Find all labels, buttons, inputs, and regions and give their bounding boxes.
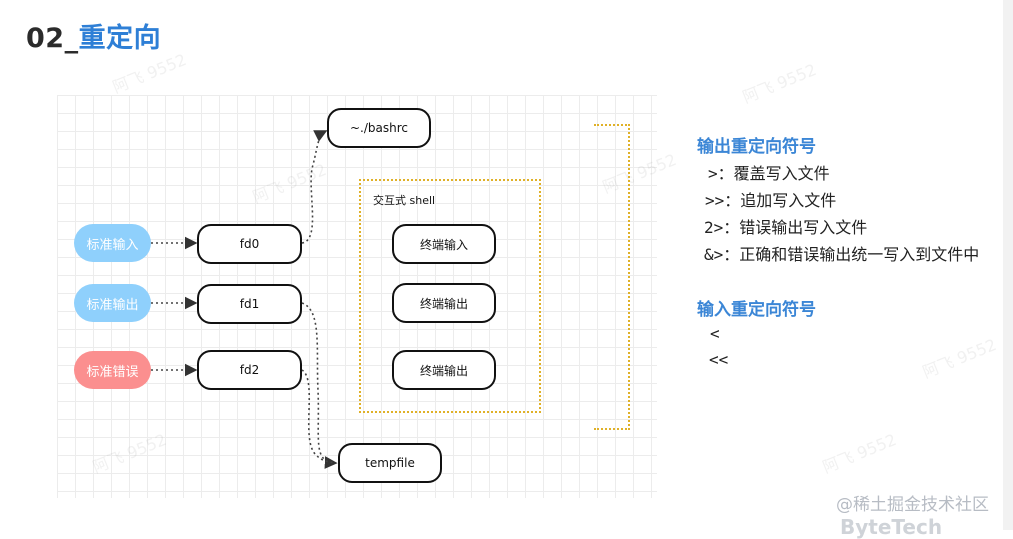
bashrc-label: ~./bashrc — [349, 121, 408, 135]
footer-brand-logo: ByteTech — [840, 515, 943, 539]
output-item: >>：追加写入文件 — [705, 187, 836, 211]
stdout-pill: 标准输出 — [74, 284, 151, 322]
stdin-label: 标准输入 — [86, 237, 139, 253]
output-symbol: > — [708, 164, 718, 183]
stderr-label: 标准错误 — [86, 364, 139, 380]
input-item: < — [710, 324, 720, 343]
diagram-grid-background — [57, 95, 657, 498]
fd1-node: fd1 — [197, 284, 302, 324]
output-desc: ：错误输出写入文件 — [723, 218, 868, 237]
shell-bracket — [594, 124, 630, 430]
output-desc: ：追加写入文件 — [724, 191, 837, 210]
output-symbol: 2> — [704, 218, 724, 237]
output-desc: ：正确和错误输出统一写入到文件中 — [723, 245, 980, 264]
footer-credit: @稀土掘金技术社区 — [836, 495, 989, 515]
stdout-label: 标准输出 — [86, 297, 139, 313]
fd0-label: fd0 — [239, 237, 260, 251]
terminal-input-node: 终端输入 — [392, 224, 496, 264]
stdin-pill: 标准输入 — [74, 224, 151, 262]
terminal-output-node: 终端输出 — [392, 350, 496, 390]
fd2-label: fd2 — [239, 363, 260, 377]
tempfile-label: tempfile — [365, 456, 415, 470]
right-edge-strip — [1003, 0, 1013, 530]
page-title: 02_重定向 — [26, 16, 161, 55]
terminal-input-label: 终端输入 — [419, 237, 468, 252]
terminal-output-label: 终端输出 — [419, 296, 468, 311]
fd1-label: fd1 — [239, 297, 260, 311]
tempfile-node: tempfile — [338, 443, 442, 483]
fd0-node: fd0 — [197, 224, 302, 264]
input-symbol: < — [710, 324, 720, 343]
shell-container — [359, 179, 541, 413]
output-symbol: &> — [704, 245, 724, 264]
output-item: >：覆盖写入文件 — [708, 160, 830, 184]
fd2-node: fd2 — [197, 350, 302, 390]
shell-label: 交互式 shell — [373, 194, 436, 207]
output-symbol: >> — [705, 191, 725, 210]
input-redirect-heading: 输入重定向符号 — [697, 300, 816, 320]
output-item: &>：正确和错误输出统一写入到文件中 — [704, 241, 979, 265]
bashrc-node: ~./bashrc — [327, 108, 431, 148]
terminal-output-node: 终端输出 — [392, 283, 496, 323]
input-symbol: << — [709, 350, 729, 369]
arrow-fd1-tempfile — [301, 302, 338, 469]
title-number: 02_ — [26, 23, 79, 54]
output-item: 2>：错误输出写入文件 — [704, 214, 867, 238]
arrow-fd0-bashrc — [301, 130, 328, 244]
output-redirect-heading: 输出重定向符号 — [697, 137, 816, 157]
arrow-fd2-tempfile — [301, 369, 337, 464]
terminal-output-label: 终端输出 — [419, 363, 468, 378]
output-desc: ：覆盖写入文件 — [717, 164, 830, 183]
input-item: << — [709, 350, 728, 369]
title-text: 重定向 — [78, 23, 162, 54]
stderr-pill: 标准错误 — [74, 351, 151, 389]
